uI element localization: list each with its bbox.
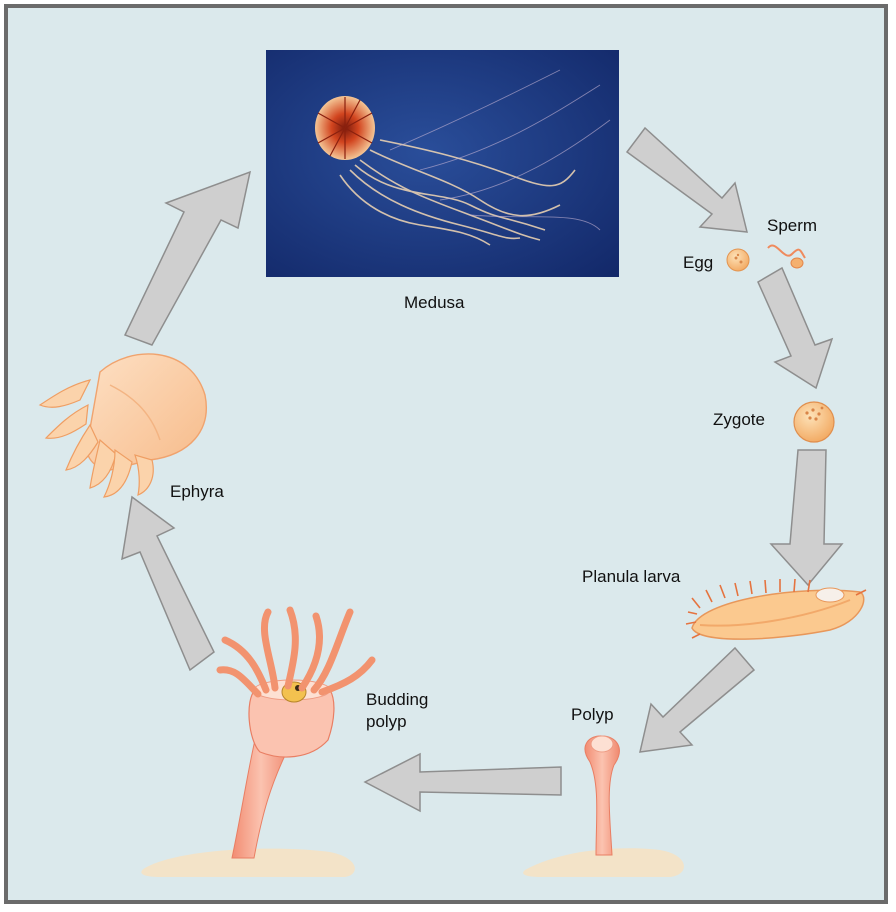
arrow-gametes-to-zygote (758, 268, 832, 388)
polyp (523, 736, 684, 877)
budding-polyp (141, 610, 372, 877)
label-budding-polyp-line2: polyp (366, 712, 407, 732)
label-zygote: Zygote (713, 410, 765, 430)
medusa-photo (266, 50, 619, 277)
arrow-medusa-to-gametes (627, 128, 747, 232)
label-sperm: Sperm (767, 216, 817, 236)
egg-cell (727, 249, 749, 271)
zygote-cell (794, 402, 834, 442)
ephyra (40, 354, 206, 497)
arrow-ephyra-to-medusa (125, 172, 250, 345)
sperm-cell (768, 246, 805, 268)
arrow-zygote-to-planula (771, 450, 842, 585)
label-egg: Egg (683, 253, 713, 273)
label-polyp: Polyp (571, 705, 614, 725)
arrow-polyp-to-budding (365, 754, 561, 811)
planula-larva (686, 579, 866, 639)
label-medusa: Medusa (404, 293, 464, 313)
arrow-budding-to-ephyra (122, 497, 214, 670)
label-planula-larva: Planula larva (582, 567, 680, 587)
label-ephyra: Ephyra (170, 482, 224, 502)
label-budding-polyp-line1: Budding (366, 690, 428, 710)
arrow-planula-to-polyp (640, 648, 754, 752)
